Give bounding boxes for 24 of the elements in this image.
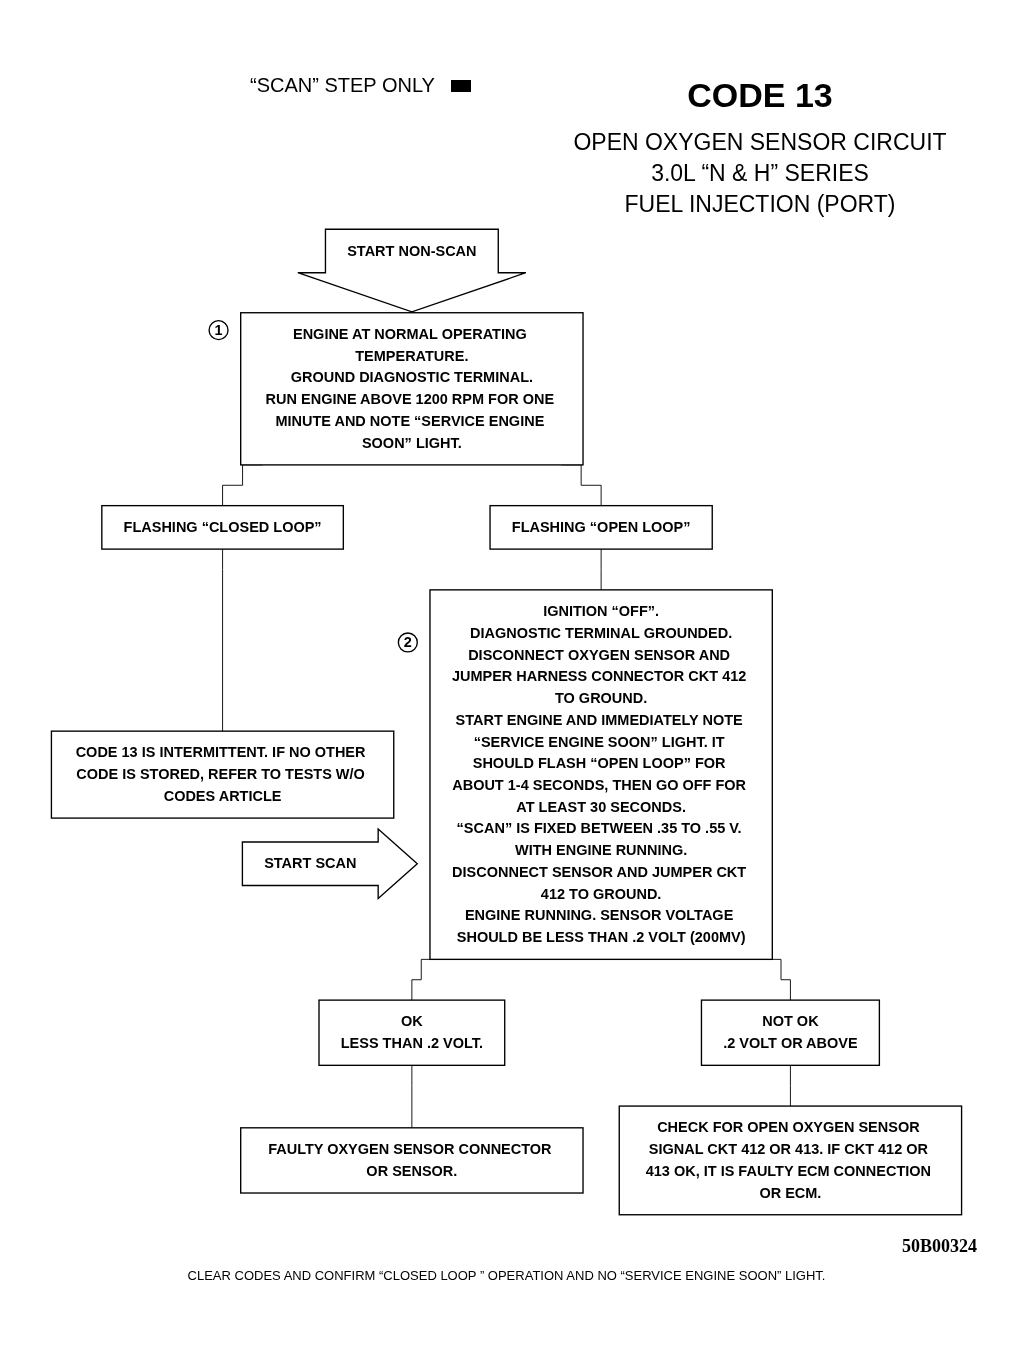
node-box: CHECK FOR OPEN OXYGEN SENSOR SIGNAL CKT 412 OR 413. IF CKT 412 OR 413 OK, IT IS FAULTY ECM CONNECTION OR ECM.: [618, 1105, 963, 1216]
footnote: CLEAR CODES AND CONFIRM “CLOSED LOOP ” OPERATION AND NO “SERVICE ENGINE SOON” LIGHT.: [187, 1268, 826, 1283]
connector: [771, 958, 791, 1001]
connector: [411, 958, 432, 1001]
figure-code: 50B00324: [902, 1236, 977, 1256]
connector: [600, 548, 602, 591]
subtitle: 3.0L “N & H” SERIES: [651, 160, 869, 187]
node-box: NOT OK .2 VOLT OR ABOVE: [700, 999, 881, 1066]
subtitle: FUEL INJECTION (PORT): [624, 191, 896, 218]
legend-label: “SCAN” STEP ONLY: [250, 74, 435, 97]
connector: [789, 1064, 791, 1107]
node-box: IGNITION “OFF”. DIAGNOSTIC TERMINAL GROUNDED. DISCONNECT OXYGEN SENSOR AND JUMPER HARNESS CONNECTOR CKT 412 TO GROUND. START ENGINE AND IMMEDIATELY NOTE “SERVICE ENGINE SOON” LIGHT. IT SHOULD FLASH “OPEN LOOP” FOR ABOUT 1-4 SECONDS, THEN GO OFF FOR AT LEAST 30 SECONDS. “SCAN” IS FIXED BETWEEN .35 TO .55 V. WITH ENGINE RUNNING. DISCONNECT SENSOR AND JUMPER CKT 412 TO GROUND. ENGINE RUNNING. SENSOR VOLTAGE SHOULD BE LESS THAN .2 VOLT (200MV): [429, 589, 773, 961]
node-circle: 1: [208, 320, 229, 341]
connector: [222, 548, 224, 732]
node-circle: 2: [397, 632, 418, 653]
connector: [411, 1064, 413, 1129]
node-box: FLASHING “CLOSED LOOP”: [101, 504, 344, 550]
node-box: FLASHING “OPEN LOOP”: [489, 504, 713, 550]
title: CODE 13: [687, 76, 833, 115]
node-box: CODE 13 IS INTERMITTENT. IF NO OTHER CODE IS STORED, REFER TO TESTS W/O CODES ARTICLE: [50, 730, 395, 819]
subtitle: OPEN OXYGEN SENSOR CIRCUIT: [573, 129, 947, 156]
node-box: FAULTY OXYGEN SENSOR CONNECTOR OR SENSOR.: [240, 1127, 584, 1194]
node-box: OK LESS THAN .2 VOLT.: [318, 999, 506, 1066]
node-box: ENGINE AT NORMAL OPERATING TEMPERATURE. GROUND DIAGNOSTIC TERMINAL. RUN ENGINE ABOVE 1200 RPM FOR ONE MINUTE AND NOTE “SERVICE ENGINE SOON” LIGHT.: [240, 312, 584, 466]
